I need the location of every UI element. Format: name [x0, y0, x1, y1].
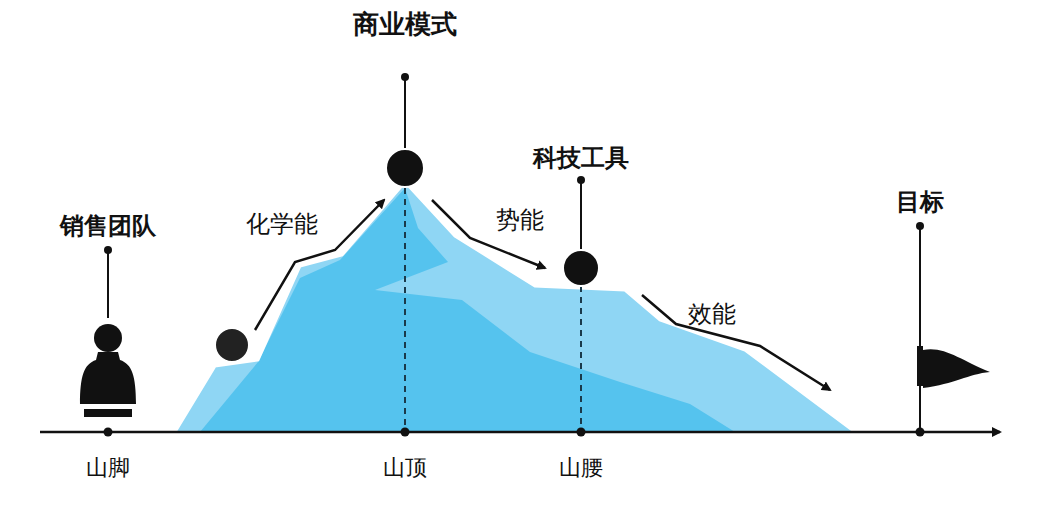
axis-label: 山脚 — [84, 456, 132, 480]
ball — [215, 328, 249, 362]
leader-dot — [916, 222, 924, 230]
leader-line — [404, 77, 406, 150]
arrow-label: 势能 — [494, 207, 546, 233]
flag — [923, 349, 990, 388]
person-icon — [80, 324, 136, 417]
arrow-label: 化学能 — [244, 211, 320, 237]
axis-dot — [104, 428, 113, 437]
heading-label: 商业模式 — [351, 10, 459, 39]
flag-pole-top — [917, 346, 923, 386]
leader-dot — [104, 246, 112, 254]
ball — [386, 149, 424, 187]
energy-arrow — [642, 295, 830, 390]
arrow-label: 效能 — [686, 301, 738, 327]
heading-label: 目标 — [894, 189, 946, 215]
axis-line — [40, 431, 1000, 434]
mountain-edge — [175, 182, 855, 432]
dashed-line — [404, 188, 406, 428]
leader-line — [107, 250, 109, 318]
leader-line — [580, 180, 582, 250]
mountain-back — [175, 182, 855, 432]
heading-label: 销售团队 — [58, 213, 158, 239]
energy-arrow — [432, 200, 545, 268]
axis-dot — [577, 428, 586, 437]
axis-label: 山顶 — [381, 456, 429, 480]
leader-dot — [401, 73, 409, 81]
ball — [563, 250, 599, 286]
dashed-line — [580, 286, 582, 428]
heading-label: 科技工具 — [531, 145, 631, 171]
axis-label: 山腰 — [557, 456, 605, 480]
axis-dot — [401, 428, 410, 437]
flag-pole — [919, 226, 921, 432]
leader-dot — [577, 176, 585, 184]
